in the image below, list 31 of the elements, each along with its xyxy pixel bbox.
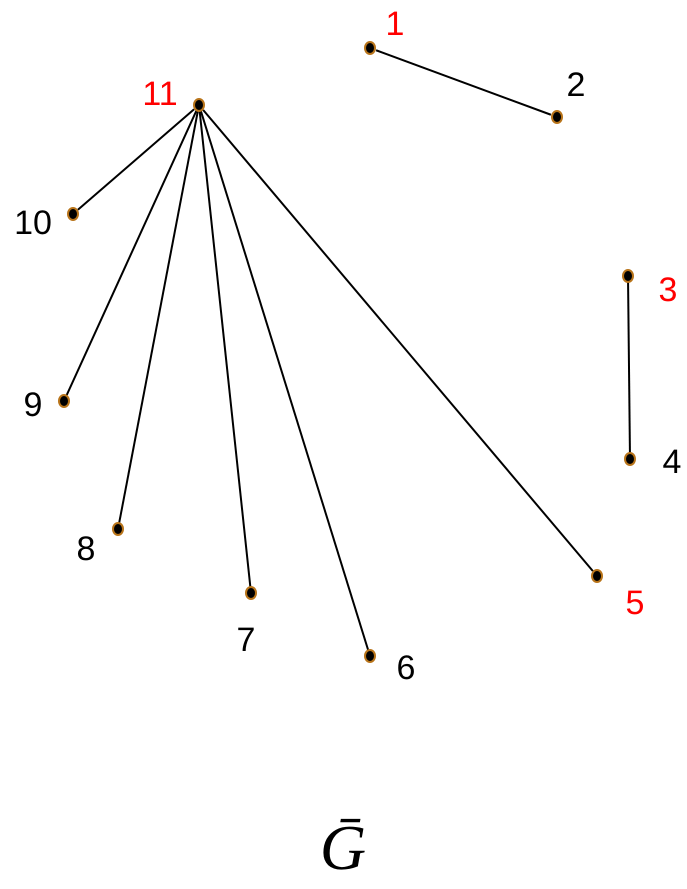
vertex-label: 3	[658, 273, 678, 307]
vertex-dot	[591, 569, 603, 583]
edge-line	[627, 282, 631, 453]
vertex-dot	[67, 207, 79, 221]
edge-line	[66, 110, 198, 396]
vertex-dot	[112, 522, 124, 536]
vertex-label: 9	[24, 388, 42, 422]
vertex-label: 4	[662, 445, 682, 479]
vertex-label: 11	[142, 77, 178, 111]
vertex-dot	[58, 394, 70, 408]
edge-line	[118, 111, 199, 523]
edge-line	[198, 111, 252, 587]
vertex-label: 8	[76, 532, 96, 566]
edge-line	[376, 49, 552, 116]
vertex-label: 6	[396, 651, 416, 685]
vertex-label: 2	[566, 68, 586, 102]
vertex-dot	[364, 41, 376, 55]
vertex-dot	[624, 452, 636, 466]
vertex-label: 7	[236, 623, 256, 657]
vertex-dot	[622, 269, 634, 283]
edge-line	[77, 108, 195, 210]
edge-line	[200, 110, 370, 650]
vertex-dot	[364, 649, 376, 663]
vertex-label: 10	[14, 206, 52, 240]
graph-title: Ḡ	[320, 816, 366, 880]
vertex-dot	[193, 98, 205, 112]
vertex-dot	[245, 586, 257, 600]
vertex-label: 5	[626, 586, 644, 620]
edge-line	[202, 109, 594, 572]
vertex-dot	[551, 110, 563, 124]
vertex-label: 1	[386, 7, 404, 41]
